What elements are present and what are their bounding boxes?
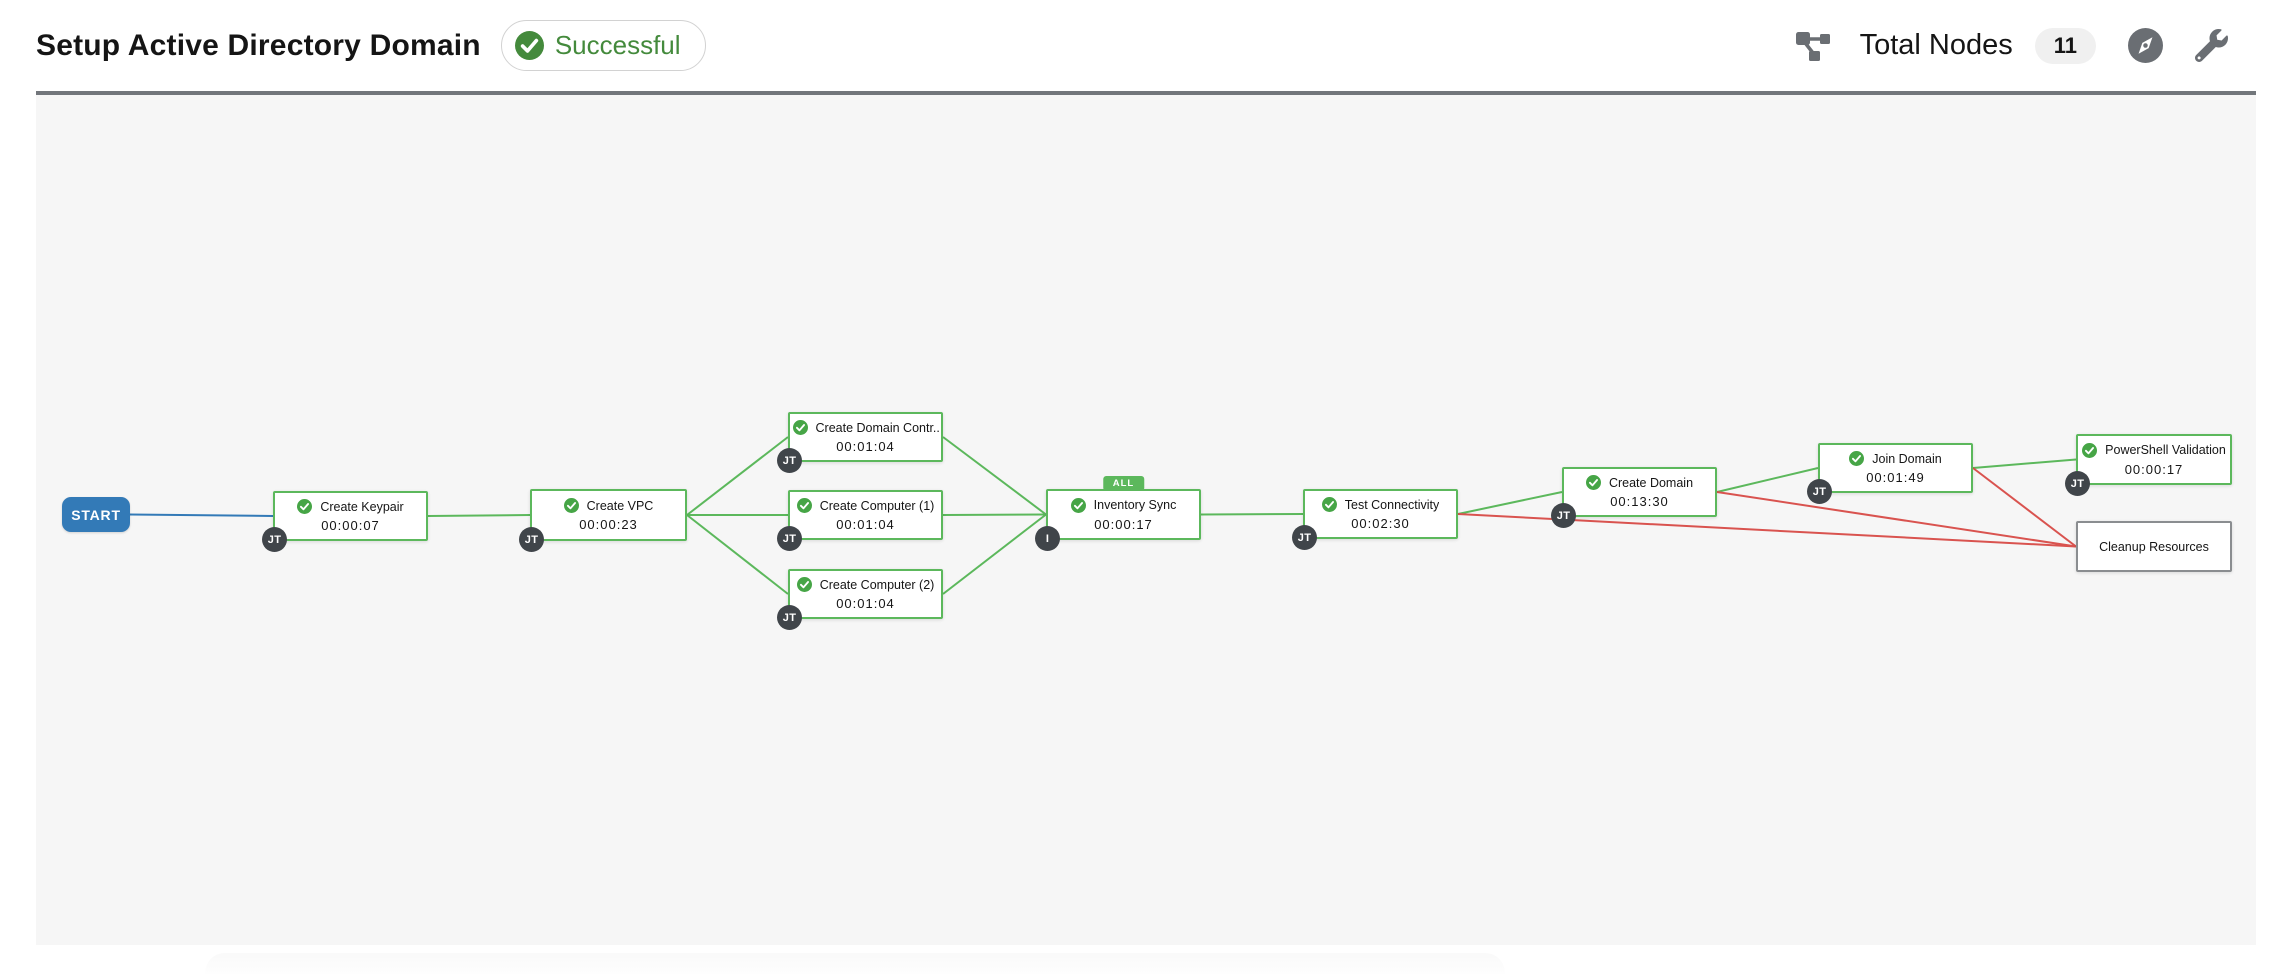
node-type-badge: JT	[2065, 471, 2090, 496]
node-type-badge: JT	[777, 526, 802, 551]
node-title-row: PowerShell Validation	[2082, 442, 2226, 458]
success-check-icon	[1321, 497, 1337, 512]
edge-join-domain-powershell-validation	[1972, 458, 2077, 469]
header-divider	[36, 91, 2256, 95]
node-title-row: Create VPC	[563, 498, 654, 513]
page-title: Setup Active Directory Domain	[36, 28, 481, 62]
success-check-icon	[2082, 442, 2098, 458]
node-label: Cleanup Resources	[2099, 539, 2209, 554]
node-label: Create Keypair	[320, 499, 404, 514]
node-elapsed-time: 00:00:17	[1094, 516, 1153, 532]
node-label: Inventory Sync	[1093, 498, 1177, 512]
node-label: Create Domain Contr...	[815, 420, 939, 435]
node-title-row: Create Computer (1)	[796, 498, 935, 513]
workflow-edges-layer	[129, 436, 2077, 595]
node-elapsed-time: 00:13:30	[1610, 494, 1669, 509]
node-type-badge: JT	[777, 605, 802, 630]
edge-test-connectivity-create-domain	[1457, 491, 1563, 515]
success-check-icon	[796, 577, 812, 592]
node-type-badge: I	[1035, 526, 1060, 551]
total-nodes-count: 11	[2034, 27, 2096, 64]
all-convergence-badge: ALL	[1102, 476, 1145, 491]
tools-button[interactable]	[2195, 29, 2228, 62]
edge-create-vpc-create-domain-controller	[686, 436, 789, 516]
total-nodes-label: Total Nodes	[1859, 29, 2013, 61]
node-label: Test Connectivity	[1344, 497, 1440, 512]
edge-create-keypair-create-vpc	[427, 514, 531, 517]
node-elapsed-time: 00:01:04	[836, 439, 895, 454]
status-check-icon	[514, 31, 544, 60]
node-type-badge: JT	[519, 527, 544, 552]
edge-join-domain-cleanup-resources	[1972, 467, 2077, 548]
node-title-row: Inventory Sync	[1070, 497, 1177, 513]
job-status-badge[interactable]: Successful	[500, 20, 706, 71]
node-type-badge: JT	[262, 527, 287, 552]
node-elapsed-time: 00:02:30	[1351, 516, 1410, 531]
node-type-badge: JT	[1292, 525, 1317, 550]
wrench-icon	[2195, 29, 2228, 62]
success-check-icon	[1849, 451, 1865, 466]
node-elapsed-time: 00:00:23	[579, 517, 638, 532]
node-label: Create Computer (1)	[819, 498, 935, 513]
node-elapsed-time: 00:01:49	[1866, 470, 1925, 485]
compass-button[interactable]	[2128, 28, 2163, 63]
node-title-row: Create Domain	[1585, 475, 1694, 490]
node-label: Create Computer (2)	[819, 577, 935, 592]
node-title-row: Cleanup Resources	[2099, 540, 2209, 554]
success-check-icon	[796, 498, 812, 513]
workflow-node-cleanup-resources[interactable]: Cleanup Resources	[2076, 521, 2232, 572]
node-title-row: Join Domain	[1849, 451, 1942, 466]
node-type-badge: JT	[1551, 503, 1576, 528]
node-elapsed-time: 00:01:04	[836, 517, 895, 532]
node-label: Join Domain	[1872, 451, 1942, 466]
edge-create-domain-controller-inventory-sync	[942, 436, 1047, 516]
compass-icon	[2128, 28, 2163, 63]
page-header: Setup Active Directory Domain Successful…	[36, 0, 2254, 91]
node-label: Create Domain	[1608, 475, 1694, 490]
success-check-icon	[1585, 475, 1601, 490]
node-elapsed-time: 00:01:04	[836, 596, 895, 611]
sitemap-icon	[1795, 30, 1830, 61]
edge-create-domain-join-domain	[1716, 467, 1819, 493]
node-elapsed-time: 00:00:07	[321, 518, 380, 533]
node-title-row: Create Domain Contr...	[792, 420, 939, 435]
edge-create-computer-2-inventory-sync	[942, 513, 1047, 595]
success-check-icon	[792, 420, 808, 435]
node-type-badge: JT	[777, 448, 802, 473]
edge-inventory-sync-test-connectivity	[1200, 513, 1304, 516]
edge-start-create-keypair	[129, 513, 274, 517]
node-elapsed-time: 00:00:17	[2124, 461, 2184, 477]
success-check-icon	[297, 499, 313, 514]
success-check-icon	[1070, 497, 1086, 513]
success-check-icon	[563, 498, 579, 513]
node-title-row: Test Connectivity	[1321, 497, 1440, 512]
edge-create-vpc-create-computer-2	[686, 514, 789, 595]
node-title-row: Create Computer (2)	[796, 577, 935, 592]
status-label: Successful	[554, 30, 681, 60]
node-label: PowerShell Validation	[2105, 443, 2226, 457]
node-label: Create VPC	[586, 498, 654, 513]
edge-create-domain-cleanup-resources	[1716, 491, 2077, 548]
edge-create-computer-1-inventory-sync	[942, 513, 1047, 516]
header-toolbar: Total Nodes 11	[1795, 27, 2254, 64]
node-title-row: Create Keypair	[297, 499, 404, 514]
node-type-badge: JT	[1807, 479, 1832, 504]
bottom-panel-hint	[205, 953, 1505, 974]
workflow-start-node[interactable]: START	[62, 497, 130, 532]
